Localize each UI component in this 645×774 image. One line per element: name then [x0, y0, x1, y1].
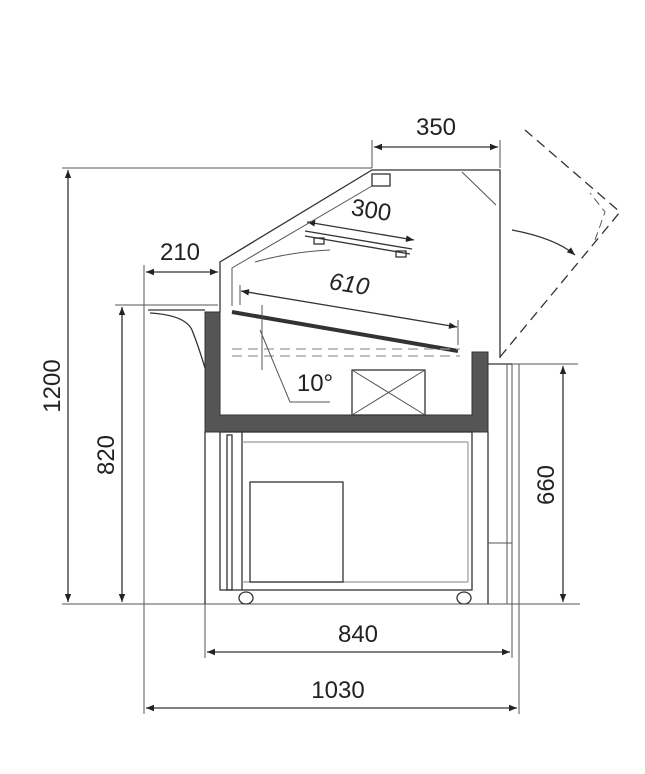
label-upper-shelf: 300 — [349, 194, 393, 227]
label-counter-height: 820 — [93, 435, 120, 475]
label-total-width: 1030 — [311, 677, 364, 704]
label-base-width: 840 — [338, 621, 378, 648]
label-front-shelf-depth: 210 — [160, 239, 200, 266]
dimension-lines — [64, 143, 567, 712]
label-top-depth: 350 — [416, 114, 456, 141]
extension-lines — [62, 140, 580, 714]
display-case — [148, 129, 621, 605]
label-main-shelf: 610 — [327, 268, 371, 301]
label-rear-height: 660 — [533, 465, 560, 505]
label-total-height: 1200 — [39, 359, 66, 412]
dimension-labels: 1200 820 660 210 350 300 610 10° 840 103… — [39, 114, 560, 704]
label-shelf-angle: 10° — [297, 370, 333, 397]
